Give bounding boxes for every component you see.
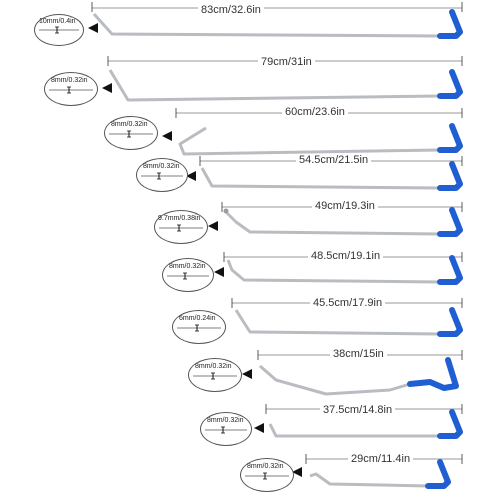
rod-diameter-label: 9.7mm/0.38in: [158, 215, 201, 222]
rod-1-icon: [88, 2, 463, 39]
rod-diameter-label: 8mm/0.32in: [51, 77, 88, 84]
cross-section-icon: 8mm/0.32in: [240, 458, 294, 492]
rod-row-9: 37.5cm/14.8in 8mm/0.32in: [0, 400, 500, 450]
rod-row-5: 49cm/19.3in 9.7mm/0.38in: [0, 200, 500, 252]
rod-diameter-label: 8mm/0.32in: [111, 121, 148, 128]
diameter-marker-icon: [49, 86, 93, 94]
rod-length-label: 54.5cm/21.5in: [296, 154, 372, 166]
rod-length-label: 49cm/19.3in: [312, 200, 378, 212]
rod-row-6: 48.5cm/19.1in 8mm/0.32in: [0, 248, 500, 298]
rod-length-label: 48.5cm/19.1in: [308, 250, 384, 262]
rod-10-icon: [292, 454, 463, 489]
rod-length-label: 29cm/11.4in: [348, 453, 414, 465]
rod-row-8: 38cm/15in 8mm/0.32in: [0, 346, 500, 406]
diameter-marker-icon: [167, 272, 209, 280]
rod-diameter-label: 6mm/0.24in: [179, 315, 216, 322]
rod-row-3: 60cm/23.6in 8mm/0.32in: [0, 104, 500, 156]
rod-length-label: 60cm/23.6in: [282, 106, 348, 118]
rod-diameter-label: 8mm/0.32in: [143, 163, 180, 170]
diameter-marker-icon: [193, 372, 237, 380]
cross-section-icon: 8mm/0.32in: [200, 412, 252, 446]
cross-section-icon: 6mm/0.24in: [172, 310, 226, 344]
rod-length-label: 79cm/31in: [258, 56, 315, 68]
rod-5-icon: [208, 202, 463, 237]
rod-row-2: 79cm/31in 8mm/0.32in: [0, 48, 500, 106]
rod-diameter-label: 8mm/0.32in: [169, 263, 206, 270]
rod-row-1: 83cm/32.6in 10mm/0.4in: [0, 0, 500, 48]
cross-section-icon: 8mm/0.32in: [136, 158, 188, 192]
rod-4-icon: [186, 156, 463, 191]
cross-section-icon: 9.7mm/0.38in: [154, 210, 208, 244]
rod-diameter-label: 8mm/0.32in: [195, 363, 232, 370]
cross-section-icon: 8mm/0.32in: [162, 258, 214, 292]
rod-row-7: 45.5cm/17.9in 6mm/0.24in: [0, 296, 500, 350]
rod-length-label: 83cm/32.6in: [198, 4, 264, 16]
rod-3-icon: [162, 108, 463, 156]
diameter-marker-icon: [159, 224, 203, 232]
rod-length-label: 45.5cm/17.9in: [310, 297, 386, 309]
rod-row-10: 29cm/11.4in 8mm/0.32in: [0, 448, 500, 500]
cross-section-icon: 8mm/0.32in: [44, 72, 98, 106]
rod-diameter-label: 8mm/0.32in: [247, 463, 284, 470]
rod-row-4: 54.5cm/21.5in 8mm/0.32in: [0, 152, 500, 202]
rod-diameter-label: 10mm/0.4in: [39, 18, 76, 25]
diameter-marker-icon: [141, 172, 183, 180]
diameter-marker-icon: [39, 26, 79, 34]
rod-length-label: 38cm/15in: [330, 348, 387, 360]
rod-diameter-label: 8mm/0.32in: [207, 417, 244, 424]
rod-6-icon: [214, 252, 463, 285]
cross-section-icon: 8mm/0.32in: [104, 116, 158, 150]
rod-8-icon: [242, 350, 463, 396]
diameter-marker-icon: [205, 426, 247, 434]
diameter-marker-icon: [109, 130, 153, 138]
diameter-marker-icon: [245, 472, 289, 480]
cross-section-icon: 10mm/0.4in: [34, 14, 84, 46]
rod-7-icon: [210, 298, 463, 337]
rod-length-label: 37.5cm/14.8in: [320, 404, 396, 416]
diameter-marker-icon: [177, 324, 221, 332]
cross-section-icon: 8mm/0.32in: [188, 358, 242, 392]
